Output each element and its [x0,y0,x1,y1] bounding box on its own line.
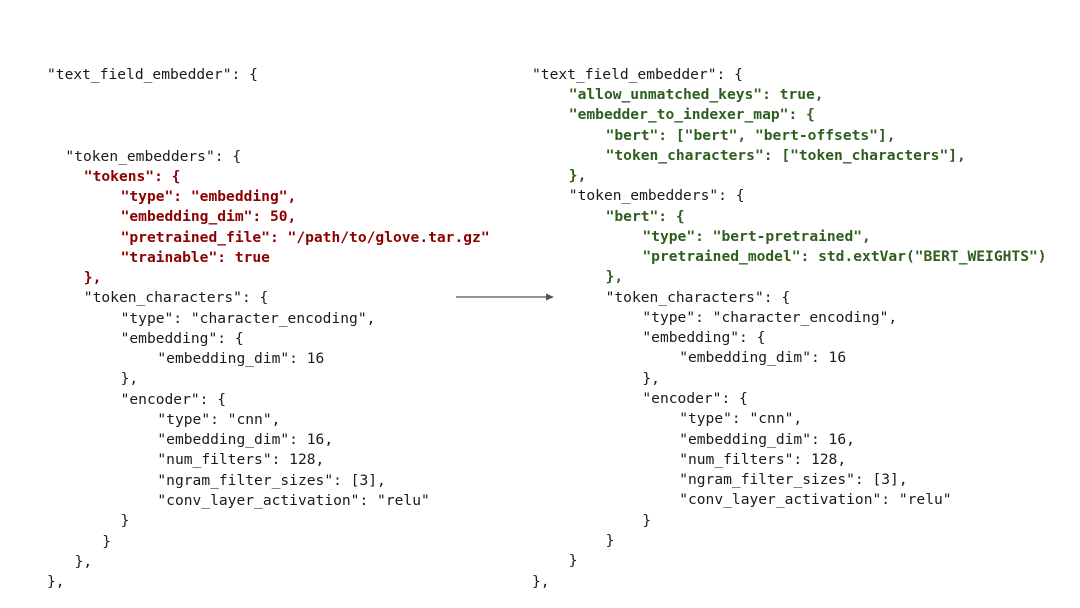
arrow-head [546,293,554,301]
right-code-line: }, [568,167,587,184]
right-code-line: "ngram_filter_sizes": [3], [679,471,908,488]
right-code-line: "embedder_to_indexer_map": { [568,106,815,123]
right-code-line: "type": "cnn", [679,410,803,427]
right-code-line: "bert": { [605,208,685,225]
right-code-line: "type": "bert-pretrained", [642,228,871,245]
left-code-line: "conv_layer_activation": "relu" [157,492,430,509]
right-code-line: }, [605,268,624,285]
left-code-line: "token_characters": { [83,289,269,306]
right-code-line: "type": "character_encoding", [642,309,898,326]
right-code-line: }, [642,370,660,387]
right-code-line: "embedding": { [642,329,766,346]
left-code-line: "ngram_filter_sizes": [3], [157,472,386,489]
right-code-line: "encoder": { [642,390,748,407]
left-code-line: "num_filters": 128, [157,451,325,468]
left-code-line: "type": "character_encoding", [120,310,376,327]
right-code-line: } [642,512,652,529]
left-code-line: "type": "embedding", [120,188,297,205]
right-code-line: "num_filters": 128, [679,451,847,468]
right-code-line: "conv_layer_activation": "relu" [679,491,952,508]
left-code-line: "token_embedders": { [65,148,242,165]
left-code-line: "embedding": { [120,330,244,347]
right-code-line: "bert": ["bert", "bert-offsets"], [605,127,896,144]
left-code-line: "text_field_embedder": { [47,66,258,83]
left-code-line: }, [83,269,102,286]
left-code-line: }, [74,553,93,570]
right-code-line: "token_characters": ["token_characters"]… [605,147,966,164]
right-code-line: "allow_unmatched_keys": true, [568,86,824,103]
left-code-line: "type": "cnn", [157,411,281,428]
left-code-line: } [102,533,111,550]
right-code-line: "token_characters": { [605,289,791,306]
right-code-line: }, [532,573,550,590]
left-code-line: "pretrained_file": "/path/to/glove.tar.g… [120,229,490,246]
left-code-line: }, [120,370,139,387]
left-code-line: }, [47,573,65,590]
right-code-line: "pretrained_model": std.extVar("BERT_WEI… [642,248,1047,265]
right-code-line: "embedding_dim": 16, [679,431,855,448]
right-code-line: } [568,552,578,569]
right-code-line: } [605,532,615,549]
right-code-line: "text_field_embedder": { [532,66,743,83]
left-code-line: "trainable": true [120,249,270,266]
right-code-line: "token_embedders": { [568,187,745,204]
left-code-line: "embedding_dim": 50, [120,208,297,225]
left-code-line: "encoder": { [120,391,227,408]
left-code-line: "tokens": { [83,168,181,185]
right-code-line: "embedding_dim": 16 [679,349,847,366]
left-code-line: "embedding_dim": 16, [157,431,334,448]
left-code-line: "embedding_dim": 16 [157,350,325,367]
left-code-line: } [120,512,130,529]
transform-arrow [456,293,554,301]
